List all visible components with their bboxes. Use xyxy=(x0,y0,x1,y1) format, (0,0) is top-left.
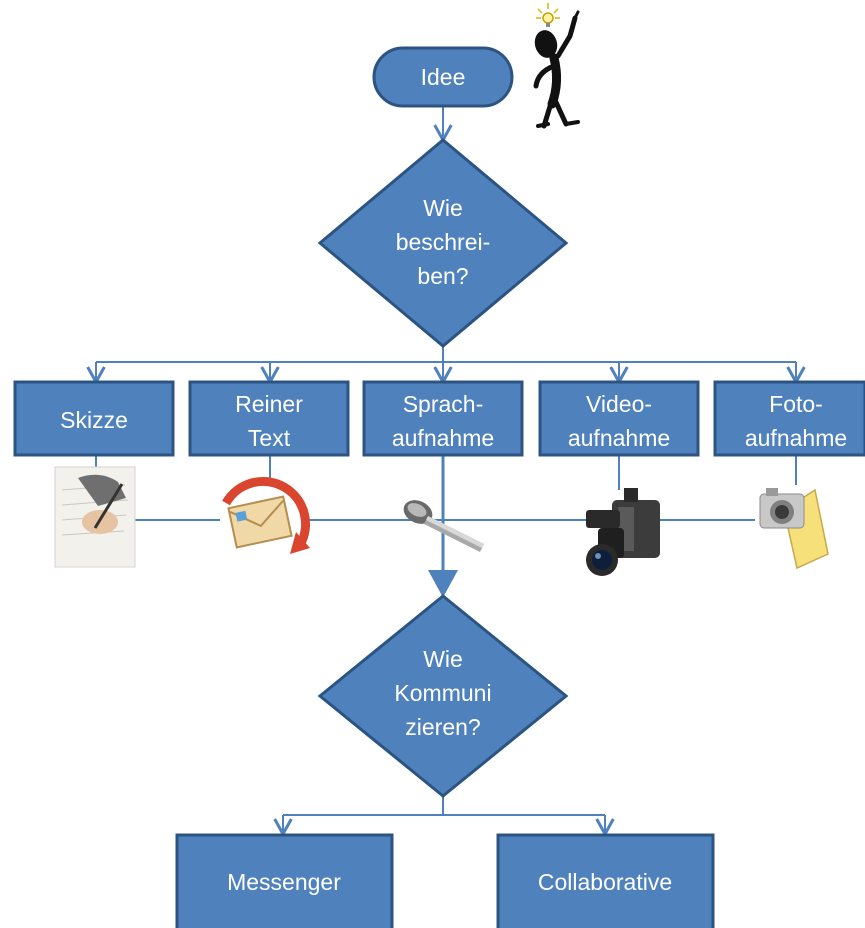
decision-describe-line-1: Wie xyxy=(423,195,463,221)
option-skizze-label: Skizze xyxy=(60,407,128,433)
output-messenger-label: Messenger xyxy=(227,869,341,895)
option-sprachaufnahme: Sprach- aufnahme xyxy=(362,380,524,457)
option-sprach-line-2: aufnahme xyxy=(392,425,494,451)
idea-stick-figure-icon xyxy=(533,3,580,129)
option-fotoaufnahme: Foto- aufnahme xyxy=(713,380,865,457)
decision-describe-line-3: ben? xyxy=(417,263,468,289)
microphone-icon xyxy=(403,500,484,552)
decision-communicate-line-2: Kommuni xyxy=(394,680,491,706)
output-messenger: Messenger xyxy=(175,833,394,928)
decision-communicate-line-1: Wie xyxy=(423,646,463,672)
output-collaborative-label: Collaborative xyxy=(538,869,672,895)
option-foto-line-2: aufnahme xyxy=(745,425,847,451)
option-text-line-2: Text xyxy=(248,425,291,451)
decision-describe-line-2: beschrei- xyxy=(396,229,491,255)
option-video-line-1: Video- xyxy=(586,391,652,417)
video-camera-icon xyxy=(586,488,660,576)
option-video-line-2: aufnahme xyxy=(568,425,670,451)
decision-describe: Wie beschrei- ben? xyxy=(317,138,569,348)
option-text-line-1: Reiner xyxy=(235,391,303,417)
photo-camera-icon xyxy=(759,488,829,570)
start-label: Idee xyxy=(421,64,466,90)
decision-communicate-line-3: zieren? xyxy=(405,714,480,740)
decision-communicate: Wie Kommuni zieren? xyxy=(317,594,569,798)
option-sprach-line-1: Sprach- xyxy=(403,391,484,417)
option-skizze: Skizze xyxy=(13,380,175,457)
output-collaborative: Collaborative xyxy=(496,833,715,928)
sketch-hand-icon xyxy=(54,466,136,568)
start-node-idee: Idee xyxy=(372,46,514,108)
option-videoaufnahme: Video- aufnahme xyxy=(538,380,700,457)
mail-envelope-icon xyxy=(222,477,311,554)
option-reiner-text: Reiner Text xyxy=(188,380,350,457)
option-foto-line-1: Foto- xyxy=(769,391,823,417)
connectors xyxy=(86,105,806,838)
